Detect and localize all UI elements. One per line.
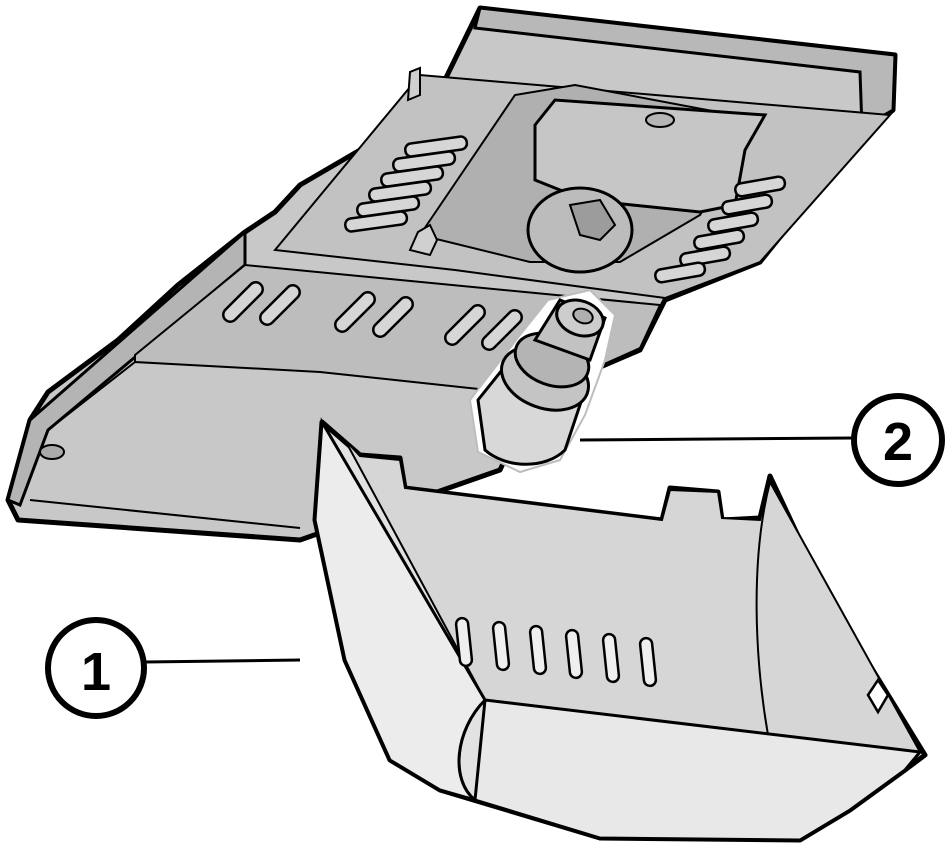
vent-slots-lower [222,281,523,351]
socket-screw [645,112,675,128]
cover-clip [866,677,890,715]
cover-left-side [313,417,487,802]
cover-right-seam [755,481,771,736]
housing-hole [39,444,65,460]
housing-bevel [29,361,301,529]
callout-2-circle [851,393,945,487]
callout-2-label: 2 [883,412,913,472]
callout-1-label: 1 [81,642,111,702]
callout-2: 2 [579,393,945,487]
cover-vent-slots [454,616,658,688]
housing-clip [408,223,439,257]
vent-slots-upper-right [654,175,787,284]
lamp-housing [5,5,898,543]
cover-front-lip [473,698,923,842]
callout-2-leader [579,436,853,442]
housing-tab [406,66,421,102]
callout-1-circle [45,617,147,719]
socket-contact [568,198,617,242]
bulb-tip-contact [572,307,594,325]
vent-slots-upper-left [343,135,469,233]
lamp-cover [312,417,928,843]
bulb [468,288,617,474]
callout-1-leader [144,658,301,664]
callout-1: 1 [45,617,301,719]
